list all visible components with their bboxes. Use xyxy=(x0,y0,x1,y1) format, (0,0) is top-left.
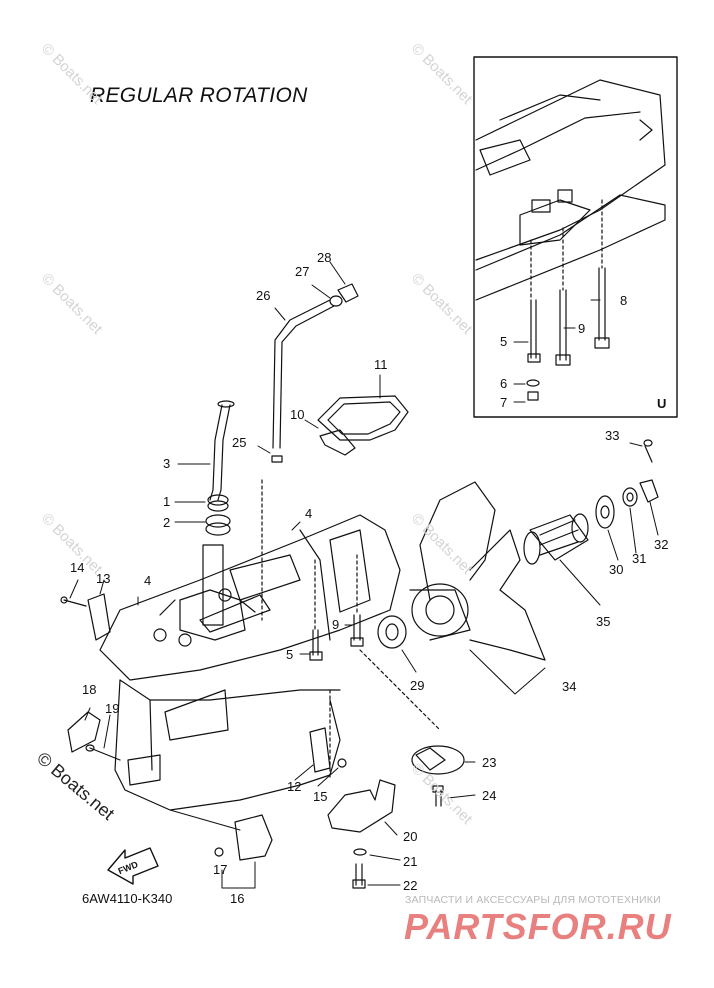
callout-31: 31 xyxy=(632,551,646,566)
callout-9a: 9 xyxy=(578,321,585,336)
callout-34: 34 xyxy=(562,679,576,694)
shop-logo: PARTSFOR.RU xyxy=(404,906,672,947)
callout-24: 24 xyxy=(482,788,496,803)
lower-housing-drawing xyxy=(99,514,401,811)
callout-33: 33 xyxy=(605,428,619,443)
callout-20: 20 xyxy=(403,829,417,844)
callout-19: 19 xyxy=(105,701,119,716)
anode-side-drawing xyxy=(309,727,347,773)
callout-9b: 9 xyxy=(332,617,339,632)
callout-25: 25 xyxy=(232,435,246,450)
callout-8: 8 xyxy=(620,293,627,308)
propeller-drawing xyxy=(409,481,546,661)
callout-7: 7 xyxy=(500,395,507,410)
anode-upper-drawing xyxy=(60,593,111,641)
impeller-cover-drawing xyxy=(411,745,465,807)
water-pump-drawing xyxy=(153,544,256,647)
callout-16: 16 xyxy=(230,891,244,906)
fwd-label: FWD xyxy=(117,859,140,876)
inset-frame xyxy=(473,56,678,418)
callout-5a: 5 xyxy=(500,334,507,349)
diagram-title: REGULAR ROTATION xyxy=(90,84,308,107)
callout-2: 2 xyxy=(163,515,170,530)
skeg-plate-drawing xyxy=(327,779,396,889)
inset-label: U xyxy=(657,396,667,411)
callout-22: 22 xyxy=(403,878,417,893)
anode-lower-drawing xyxy=(214,814,273,861)
callout-11: 11 xyxy=(374,357,388,372)
diagram-code: 6AW4110-K340 xyxy=(82,891,173,906)
hose-drawing xyxy=(271,283,359,463)
callout-14: 14 xyxy=(70,560,84,575)
trim-tab-drawing xyxy=(67,711,121,761)
housing-bolts-drawing xyxy=(309,614,364,661)
callout-4a: 4 xyxy=(305,506,312,521)
callout-23: 23 xyxy=(482,755,496,770)
callout-30: 30 xyxy=(609,562,623,577)
water-tube-drawing xyxy=(205,400,235,536)
callout-21: 21 xyxy=(403,854,417,869)
leader-lines xyxy=(69,261,659,889)
callout-29: 29 xyxy=(410,678,424,693)
callout-3: 3 xyxy=(163,456,170,471)
spacer-drawing xyxy=(523,513,589,565)
callout-4b: 4 xyxy=(144,573,151,588)
thrust-washer-drawing xyxy=(377,615,407,649)
callout-6: 6 xyxy=(500,376,507,391)
inset-housing-drawing xyxy=(475,79,666,301)
callout-35: 35 xyxy=(596,614,610,629)
callout-26: 26 xyxy=(256,288,270,303)
callout-18: 18 xyxy=(82,682,96,697)
callout-27: 27 xyxy=(295,264,309,279)
callout-10: 10 xyxy=(290,407,304,422)
shop-tagline: ЗАПЧАСТИ И АКСЕССУАРЫ ДЛЯ МОТОТЕХНИКИ xyxy=(405,894,661,906)
callout-1: 1 xyxy=(163,494,170,509)
callout-numbers: 1 2 3 4 4 5 5 6 7 8 9 9 10 11 12 13 14 1… xyxy=(70,250,668,906)
callout-13: 13 xyxy=(96,571,110,586)
callout-17: 17 xyxy=(213,862,227,877)
prop-nut-set-drawing xyxy=(595,439,659,529)
gasket-drawing xyxy=(317,395,409,456)
inset-studs xyxy=(526,267,610,401)
callout-28: 28 xyxy=(317,250,331,265)
callout-5b: 5 xyxy=(286,647,293,662)
fwd-arrow-icon xyxy=(107,847,159,885)
callout-12: 12 xyxy=(287,779,301,794)
callout-15: 15 xyxy=(313,789,327,804)
callout-32: 32 xyxy=(654,537,668,552)
